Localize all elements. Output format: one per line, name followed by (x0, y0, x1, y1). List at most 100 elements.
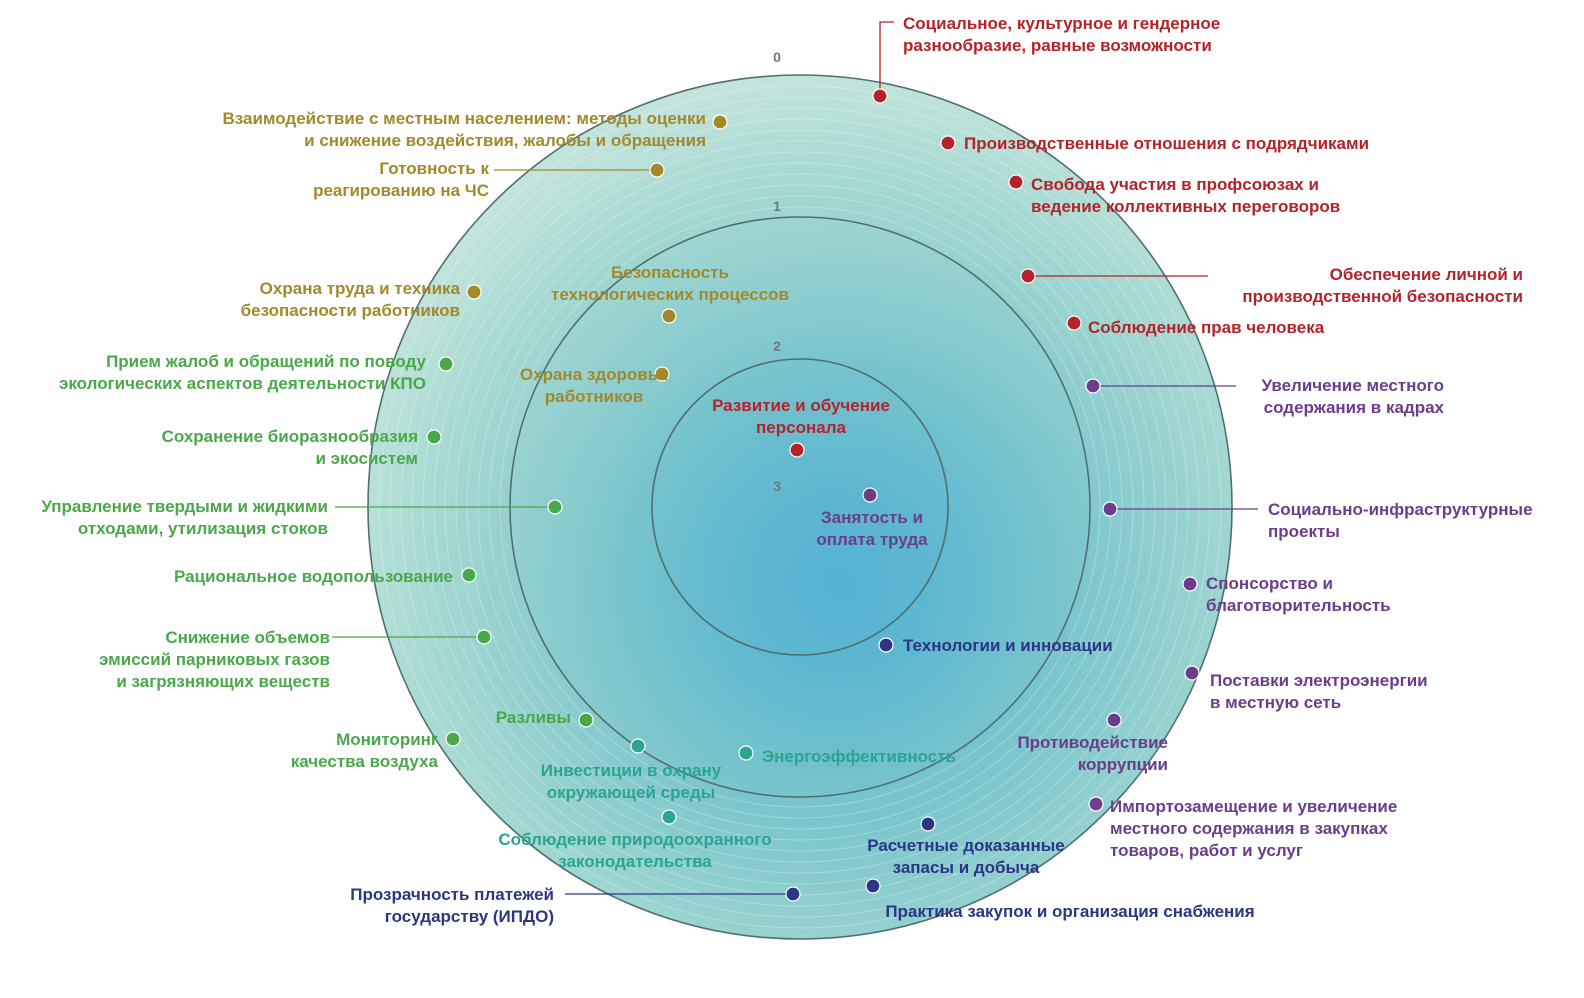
ring-label-3: 3 (773, 478, 781, 494)
topic-dot-local-staff (1085, 378, 1101, 394)
topic-label-security: Обеспечение личной и производственной без… (1242, 265, 1523, 306)
topic-label-line: безопасности работников (241, 301, 460, 320)
topic-label-line: Соблюдение природоохранного (498, 830, 771, 849)
topic-dot-power-supply (1184, 665, 1200, 681)
topic-label-procurement: Практика закупок и организация снабжения (885, 902, 1254, 921)
topic-label-line: законодательства (558, 852, 712, 871)
topic-label-community-engagement: Взаимодействие с местным населением: мет… (222, 109, 706, 150)
topic-label-personnel-development: Развитие и обучение персонала (712, 396, 890, 437)
topic-label-env-compliance: Соблюдение природоохранного законодательс… (498, 830, 771, 871)
topic-dot-air-monitoring (445, 731, 461, 747)
topic-dot-anti-corruption (1106, 712, 1122, 728)
topic-label-line: Инвестиции в охрану (541, 761, 722, 780)
topic-label-line: ведение коллективных переговоров (1031, 197, 1340, 216)
topic-label-line: Увеличение местного (1261, 376, 1444, 395)
topic-label-line: производственной безопасности (1242, 287, 1523, 306)
ring-label-2: 2 (773, 338, 781, 354)
topic-label-line: отходами, утилизация стоков (78, 519, 328, 538)
topic-dot-waste (547, 499, 563, 515)
topic-label-line: Социально-инфраструктурные (1268, 500, 1533, 519)
inner-glow (600, 330, 1060, 790)
topic-dot-payment-transparency (785, 886, 801, 902)
topic-label-social-infra: Социально-инфраструктурные проекты (1268, 500, 1533, 541)
topic-label-line: коррупции (1078, 755, 1168, 774)
topic-label-line: персонала (756, 418, 846, 437)
topic-label-air-monitoring: Мониторинг качества воздуха (291, 730, 439, 771)
topic-dot-security (1020, 268, 1036, 284)
topic-label-line: Развитие и обучение (712, 396, 890, 415)
topic-dot-sponsorship (1182, 576, 1198, 592)
topic-dot-union-freedom (1008, 174, 1024, 190)
topic-label-anti-corruption: Противодействие коррупции (1017, 733, 1168, 774)
topic-label-line: экологических аспектов деятельности КПО (59, 374, 426, 393)
topic-label-line: Сохранение биоразнообразия (162, 427, 418, 446)
topic-dot-social-diversity (872, 88, 888, 104)
topic-label-line: Технологии и инновации (903, 636, 1113, 655)
topic-label-line: Спонсорство и (1206, 574, 1333, 593)
ring-2 (651, 358, 949, 656)
topic-label-line: Поставки электроэнергии (1210, 671, 1428, 690)
topic-label-line: Обеспечение личной и (1330, 265, 1523, 284)
topic-label-line: и загрязняющих веществ (116, 672, 330, 691)
topic-label-line: в местную сеть (1210, 693, 1341, 712)
ring-label-1: 1 (773, 198, 781, 214)
topic-label-line: окружающей среды (547, 783, 716, 802)
topic-label-line: технологических процессов (551, 285, 789, 304)
topic-dot-import-substitution (1088, 796, 1104, 812)
topic-dot-human-rights (1066, 315, 1082, 331)
topic-label-line: благотворительность (1206, 596, 1391, 615)
topic-dot-spills (578, 712, 594, 728)
topic-dot-procurement (865, 878, 881, 894)
topic-label-line: Занятость и (821, 508, 923, 527)
topic-label-line: Свобода участия в профсоюзах и (1031, 175, 1319, 194)
topic-label-line: Соблюдение прав человека (1088, 318, 1325, 337)
topic-dot-energy-efficiency (738, 745, 754, 761)
topic-label-line: Разливы (496, 708, 571, 727)
topic-dot-contractor-relations (940, 135, 956, 151)
topic-label-line: запасы и добыча (893, 858, 1040, 877)
topic-label-power-supply: Поставки электроэнергии в местную сеть (1210, 671, 1428, 712)
topic-label-contractor-relations: Производственные отношения с подрядчикам… (964, 134, 1369, 153)
topic-dot-community-engagement (712, 114, 728, 130)
topic-label-env-investment: Инвестиции в охрану окружающей среды (541, 761, 722, 802)
topic-label-line: Противодействие (1017, 733, 1168, 752)
topic-dot-process-safety (661, 308, 677, 324)
topic-label-line: качества воздуха (291, 752, 439, 771)
topic-label-local-staff: Увеличение местного содержания в кадрах (1261, 376, 1444, 417)
topic-label-line: Мониторинг (336, 730, 438, 749)
topic-label-line: Рациональное водопользование (174, 567, 453, 586)
topic-dot-env-investment (630, 738, 646, 754)
topic-label-line: товаров, работ и услуг (1110, 841, 1303, 860)
topic-label-human-rights: Соблюдение прав человека (1088, 318, 1325, 337)
topic-label-spills: Разливы (496, 708, 571, 727)
topic-label-line: Управление твердыми и жидкими (41, 497, 328, 516)
topic-label-line: и снижение воздействия, жалобы и обращен… (304, 131, 706, 150)
topic-dot-employment-pay (862, 487, 878, 503)
topic-dot-env-compliance (661, 809, 677, 825)
topic-label-eco-complaints: Прием жалоб и обращений по поводу экологи… (59, 352, 427, 393)
topic-dot-worker-health (654, 366, 670, 382)
topic-label-line: Практика закупок и организация снабжения (885, 902, 1254, 921)
topic-label-water: Рациональное водопользование (174, 567, 453, 586)
leader-line-social-diversity (879, 21, 894, 96)
topic-label-line: проекты (1268, 522, 1340, 541)
topic-label-line: эмиссий парниковых газов (99, 650, 330, 669)
topic-label-line: Прием жалоб и обращений по поводу (106, 352, 426, 371)
topic-label-line: Снижение объемов (165, 628, 330, 647)
topic-dot-occupational-safety (466, 284, 482, 300)
topic-label-line: Охрана труда и техника (260, 279, 461, 298)
topic-label-line: Взаимодействие с местным населением: мет… (222, 109, 706, 128)
topic-label-line: содержания в кадрах (1264, 398, 1445, 417)
topic-dot-biodiversity (426, 429, 442, 445)
topic-label-line: Энергоэффективность (762, 747, 956, 766)
